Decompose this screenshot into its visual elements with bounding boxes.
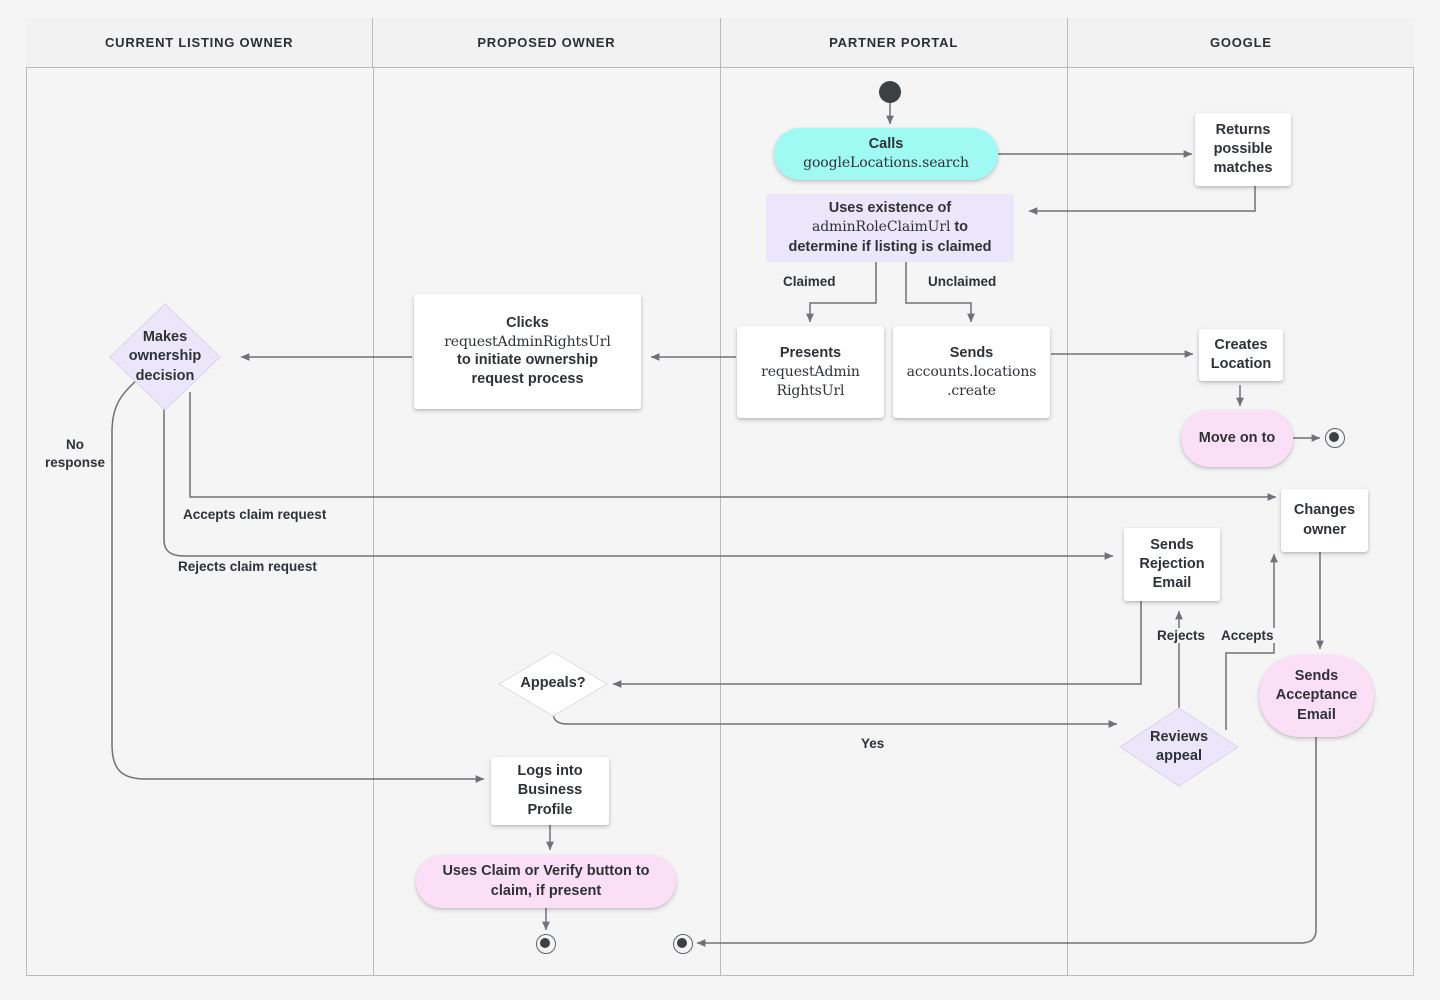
node-sends-create-line2: accounts.locations <box>906 364 1037 381</box>
node-creates-location[interactable]: Creates Location <box>1199 329 1283 381</box>
node-uses-claim-or-verify-button[interactable]: Uses Claim or Verify button to claim, if… <box>416 855 676 908</box>
node-appeals[interactable]: Appeals? <box>497 650 609 718</box>
node-presents-line2: requestAdmin <box>761 364 860 381</box>
node-calls-line2: googleLocations.search <box>803 155 969 172</box>
node-sends-accounts-locations-create[interactable]: Sends accounts.locations .create <box>893 326 1050 418</box>
node-uses-line2-wrap: adminRoleClaimUrl to <box>812 218 968 237</box>
node-uses-line2-suffix: to <box>950 219 969 236</box>
node-move-on-to[interactable]: Move on to <box>1181 410 1293 467</box>
node-presents-request-admin-rights-url[interactable]: Presents requestAdmin RightsUrl <box>737 326 884 418</box>
edge-label-unclaimed: Unclaimed <box>925 274 1000 289</box>
node-uses-line1: Uses existence of <box>828 200 952 217</box>
final-state-node-google <box>1325 428 1345 448</box>
edge-label-accepts: Accepts <box>1218 628 1277 643</box>
node-clicks-line4: request process <box>471 371 584 388</box>
node-clicks-request-admin-rights-url[interactable]: Clicks requestAdminRightsUrl to initiate… <box>414 294 641 409</box>
node-sends-rejection-email[interactable]: Sends Rejection Email <box>1124 528 1220 601</box>
node-clicks-line1: Clicks <box>506 314 549 331</box>
edge-label-yes: Yes <box>858 736 888 751</box>
lane-header-proposed-owner: PROPOSED OWNER <box>373 18 721 67</box>
node-clicks-line2: requestAdminRightsUrl <box>444 333 611 350</box>
node-returns-possible-matches[interactable]: Returns possible matches <box>1195 113 1291 186</box>
edge-label-claimed: Claimed <box>780 274 839 289</box>
node-logs-into-business-profile[interactable]: Logs into Business Profile <box>491 757 609 825</box>
node-sends-create-line3: .create <box>947 382 996 399</box>
edge-label-no-response: No response <box>42 436 109 473</box>
node-uses-line3: determine if listing is claimed <box>788 238 992 255</box>
final-state-node-partner-portal <box>673 934 693 954</box>
node-presents-line1: Presents <box>779 344 842 361</box>
node-appeals-label: Appeals? <box>520 675 586 692</box>
lane-header-partner-portal: PARTNER PORTAL <box>720 18 1068 67</box>
lane-header-google: GOOGLE <box>1067 18 1414 67</box>
lane-header-current-listing-owner: CURRENT LISTING OWNER <box>26 18 374 67</box>
node-makes-ownership-decision[interactable]: Makes ownership decision <box>107 301 223 413</box>
swimlane-header-row: CURRENT LISTING OWNER PROPOSED OWNER PAR… <box>26 18 1414 68</box>
node-uses-line2-code: adminRoleClaimUrl <box>811 219 951 236</box>
node-reviews-appeal[interactable]: Reviews appeal <box>1118 706 1240 788</box>
node-calls-google-locations-search[interactable]: Calls googleLocations.search <box>774 128 998 180</box>
edge-label-rejects: Rejects <box>1154 628 1209 643</box>
lane-divider-2 <box>720 68 721 976</box>
node-clicks-line3: to initiate ownership <box>457 352 598 369</box>
node-changes-owner[interactable]: Changes owner <box>1281 489 1368 552</box>
node-sends-acceptance-email[interactable]: Sends Acceptance Email <box>1259 655 1374 737</box>
lane-divider-3 <box>1067 68 1068 976</box>
final-state-node-proposed-owner <box>536 934 556 954</box>
node-sends-create-line1: Sends <box>949 344 994 361</box>
node-uses-existence-admin-role-claim-url[interactable]: Uses existence of adminRoleClaimUrl to d… <box>766 194 1014 262</box>
start-node <box>879 81 901 103</box>
edge-label-accepts-claim-request: Accepts claim request <box>180 507 330 522</box>
node-reviews-appeal-label: Reviews appeal <box>1149 728 1209 764</box>
lane-divider-1 <box>373 68 374 976</box>
node-calls-line1: Calls <box>868 136 904 153</box>
edge-label-rejects-claim-request: Rejects claim request <box>175 559 320 574</box>
node-presents-line3: RightsUrl <box>776 382 845 399</box>
node-makes-ownership-decision-label: Makes ownership decision <box>128 329 202 384</box>
